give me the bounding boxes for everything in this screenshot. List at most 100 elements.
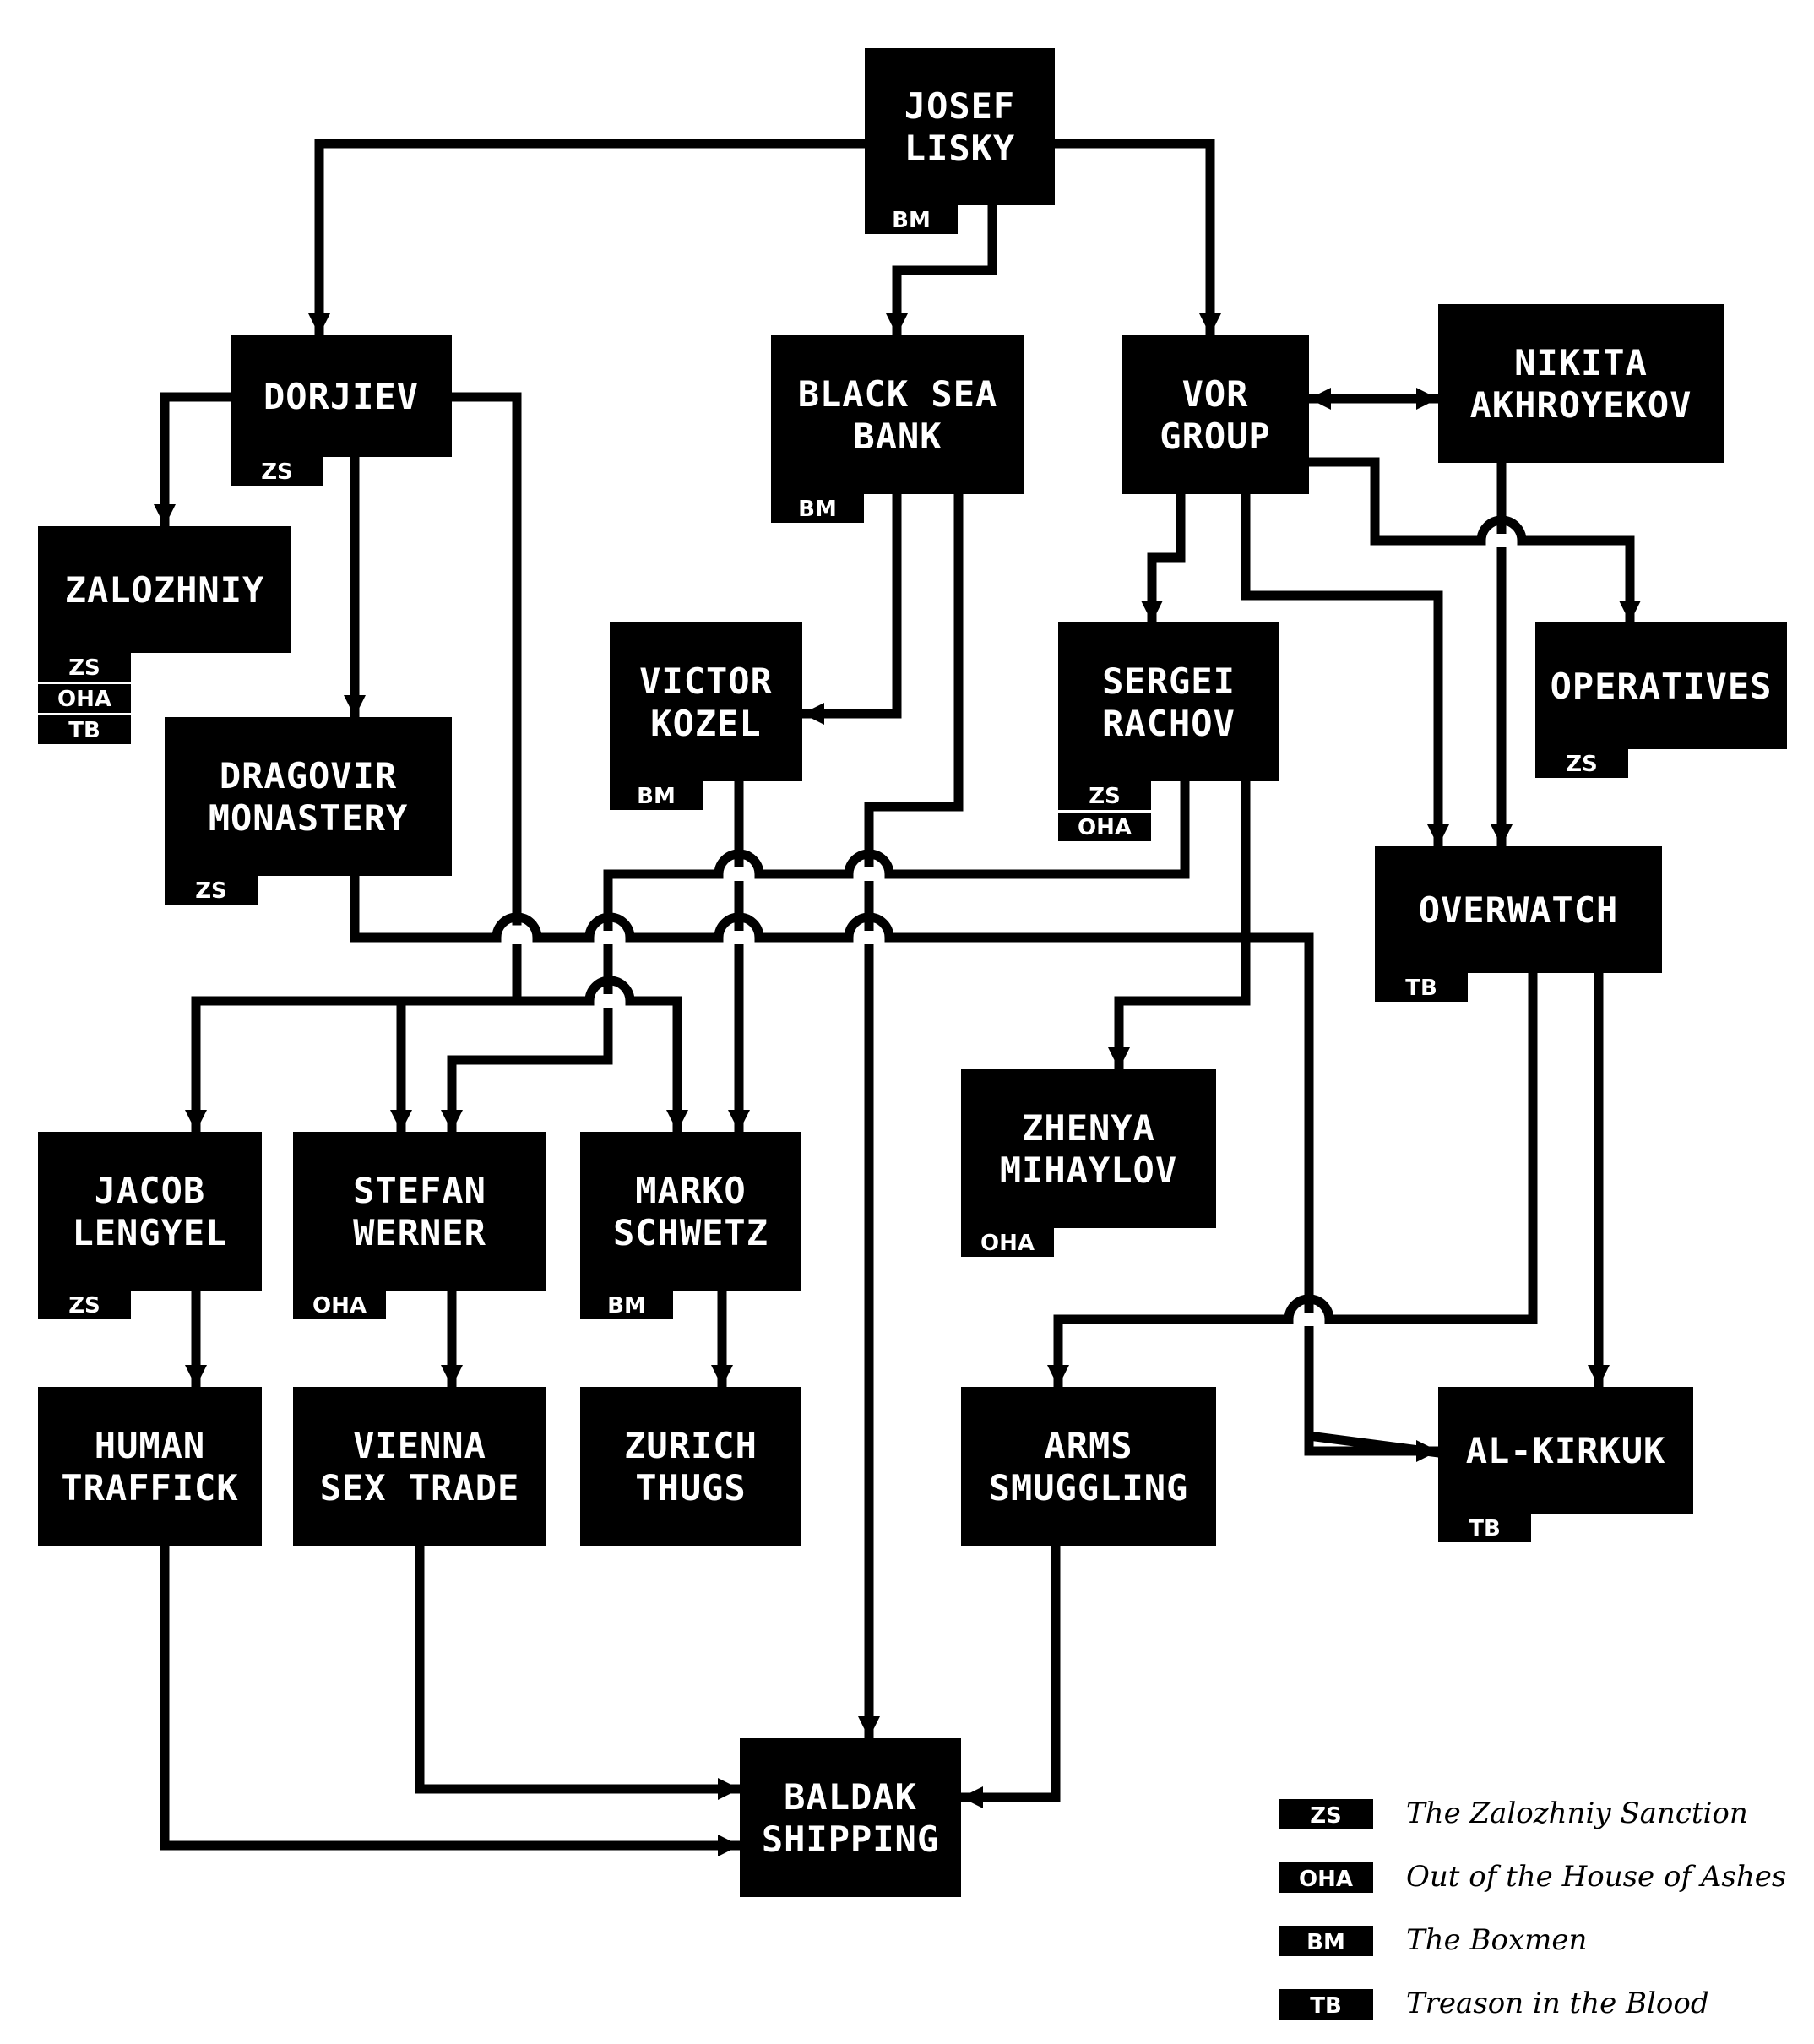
legend-code: TB [1310,1993,1342,2019]
wire-bank-down [864,489,964,873]
arrowhead-baldak-from-vienna [718,1778,740,1800]
wire-cross-to-kirkuk [1304,1314,1443,1456]
tag-box [293,1291,386,1319]
connector-lines [160,139,1635,1851]
node-label: AL-KIRKUK [1466,1430,1666,1471]
hop-gap [849,931,889,944]
tag-tb: TB [68,718,100,743]
hop-gap [1481,534,1522,547]
legend-label: Treason in the Blood [1406,1987,1709,2020]
tag-bm: BM [637,784,676,809]
legend-code: ZS [1310,1803,1342,1829]
tag-bm: BM [892,208,931,233]
node-box [38,526,291,653]
tag-zs: ZS [68,655,100,681]
node-box [38,1387,262,1546]
tag-box [771,494,864,523]
node-label: JACOB [95,1170,205,1211]
node-label: VIENNA [353,1425,486,1466]
arrowhead-human [185,1365,207,1387]
wire-dorjiev-down-right [447,392,522,926]
arrowhead-marko [666,1110,688,1132]
tag-bm: BM [607,1293,646,1318]
arrowhead-rachov [1141,601,1163,622]
arrowhead-dragovir [344,695,366,717]
tag-box [165,876,258,905]
node-label: JOSEF [904,85,1015,127]
hop-gap [589,994,630,1008]
node-label: WERNER [353,1212,486,1253]
tag-box [610,781,703,810]
legend-item-zs: ZS The Zalozhniy Sanction [1279,1797,1748,1830]
node-label: RACHOV [1102,703,1236,744]
node-label: OPERATIVES [1551,666,1773,707]
wire-rachov-right-down [1241,776,1444,1459]
node-label: BALDAK [784,1776,917,1818]
hop-arc [844,912,894,943]
node-box [1375,846,1662,973]
legend-swatch [1279,1989,1373,2020]
node-label: DORJIEV [263,376,419,417]
arrowhead-operatives [1619,601,1641,622]
node-dorjiev: DORJIEV ZS [231,335,452,486]
node-box [961,1387,1216,1546]
node-label: AKHROYEKOV [1470,384,1692,426]
wire-bus-to-marko [512,996,682,1137]
node-box [293,1132,546,1291]
node-label: MONASTERY [209,797,409,839]
node-operatives: OPERATIVES ZS [1535,622,1787,778]
wire-human-to-baldak [160,1541,745,1851]
hop-arc [714,912,764,943]
legend-code: BM [1306,1930,1345,1955]
node-label: SHIPPING [762,1818,939,1860]
node-box [580,1387,801,1546]
arrowhead-overwatch-right [1491,824,1513,846]
tag-zs: ZS [1566,752,1598,777]
legend-label: The Zalozhniy Sanction [1406,1797,1748,1830]
tag-oha: OHA [1078,815,1132,840]
wire-vienna-to-baldak [415,1541,745,1794]
wire-josef-to-black-sea-bank [892,200,997,340]
node-box [293,1387,546,1546]
arrowhead-marko-kozel [728,1110,750,1132]
tag-box [865,205,958,234]
node-label: MIHAYLOV [1000,1150,1177,1191]
node-box [740,1738,961,1897]
node-label: BLACK SEA [798,373,998,415]
tag-box [580,1291,673,1319]
legend-swatch [1279,1862,1373,1893]
arrowhead-kozel [802,703,824,725]
legend-swatch [1279,1926,1373,1956]
node-box [1438,304,1724,463]
tag-box [1375,973,1468,1002]
arrowhead-vienna [441,1365,463,1387]
hop-gap [719,867,759,881]
node-label: OVERWATCH [1419,889,1619,931]
hop-gap [1289,1313,1329,1326]
node-label: MARKO [635,1170,746,1211]
arrowhead-baldak-from-arms [961,1786,983,1808]
hop-arc [1284,1294,1334,1324]
node-label: THUGS [635,1467,746,1509]
hop-arc [714,849,764,879]
tag-box [38,653,131,682]
node-box [231,335,452,457]
node-label: SCHWETZ [613,1212,769,1253]
arrowhead-zhenya [1108,1047,1130,1069]
arrowhead-overwatch-left [1427,824,1449,846]
tag-zs: ZS [261,459,293,485]
